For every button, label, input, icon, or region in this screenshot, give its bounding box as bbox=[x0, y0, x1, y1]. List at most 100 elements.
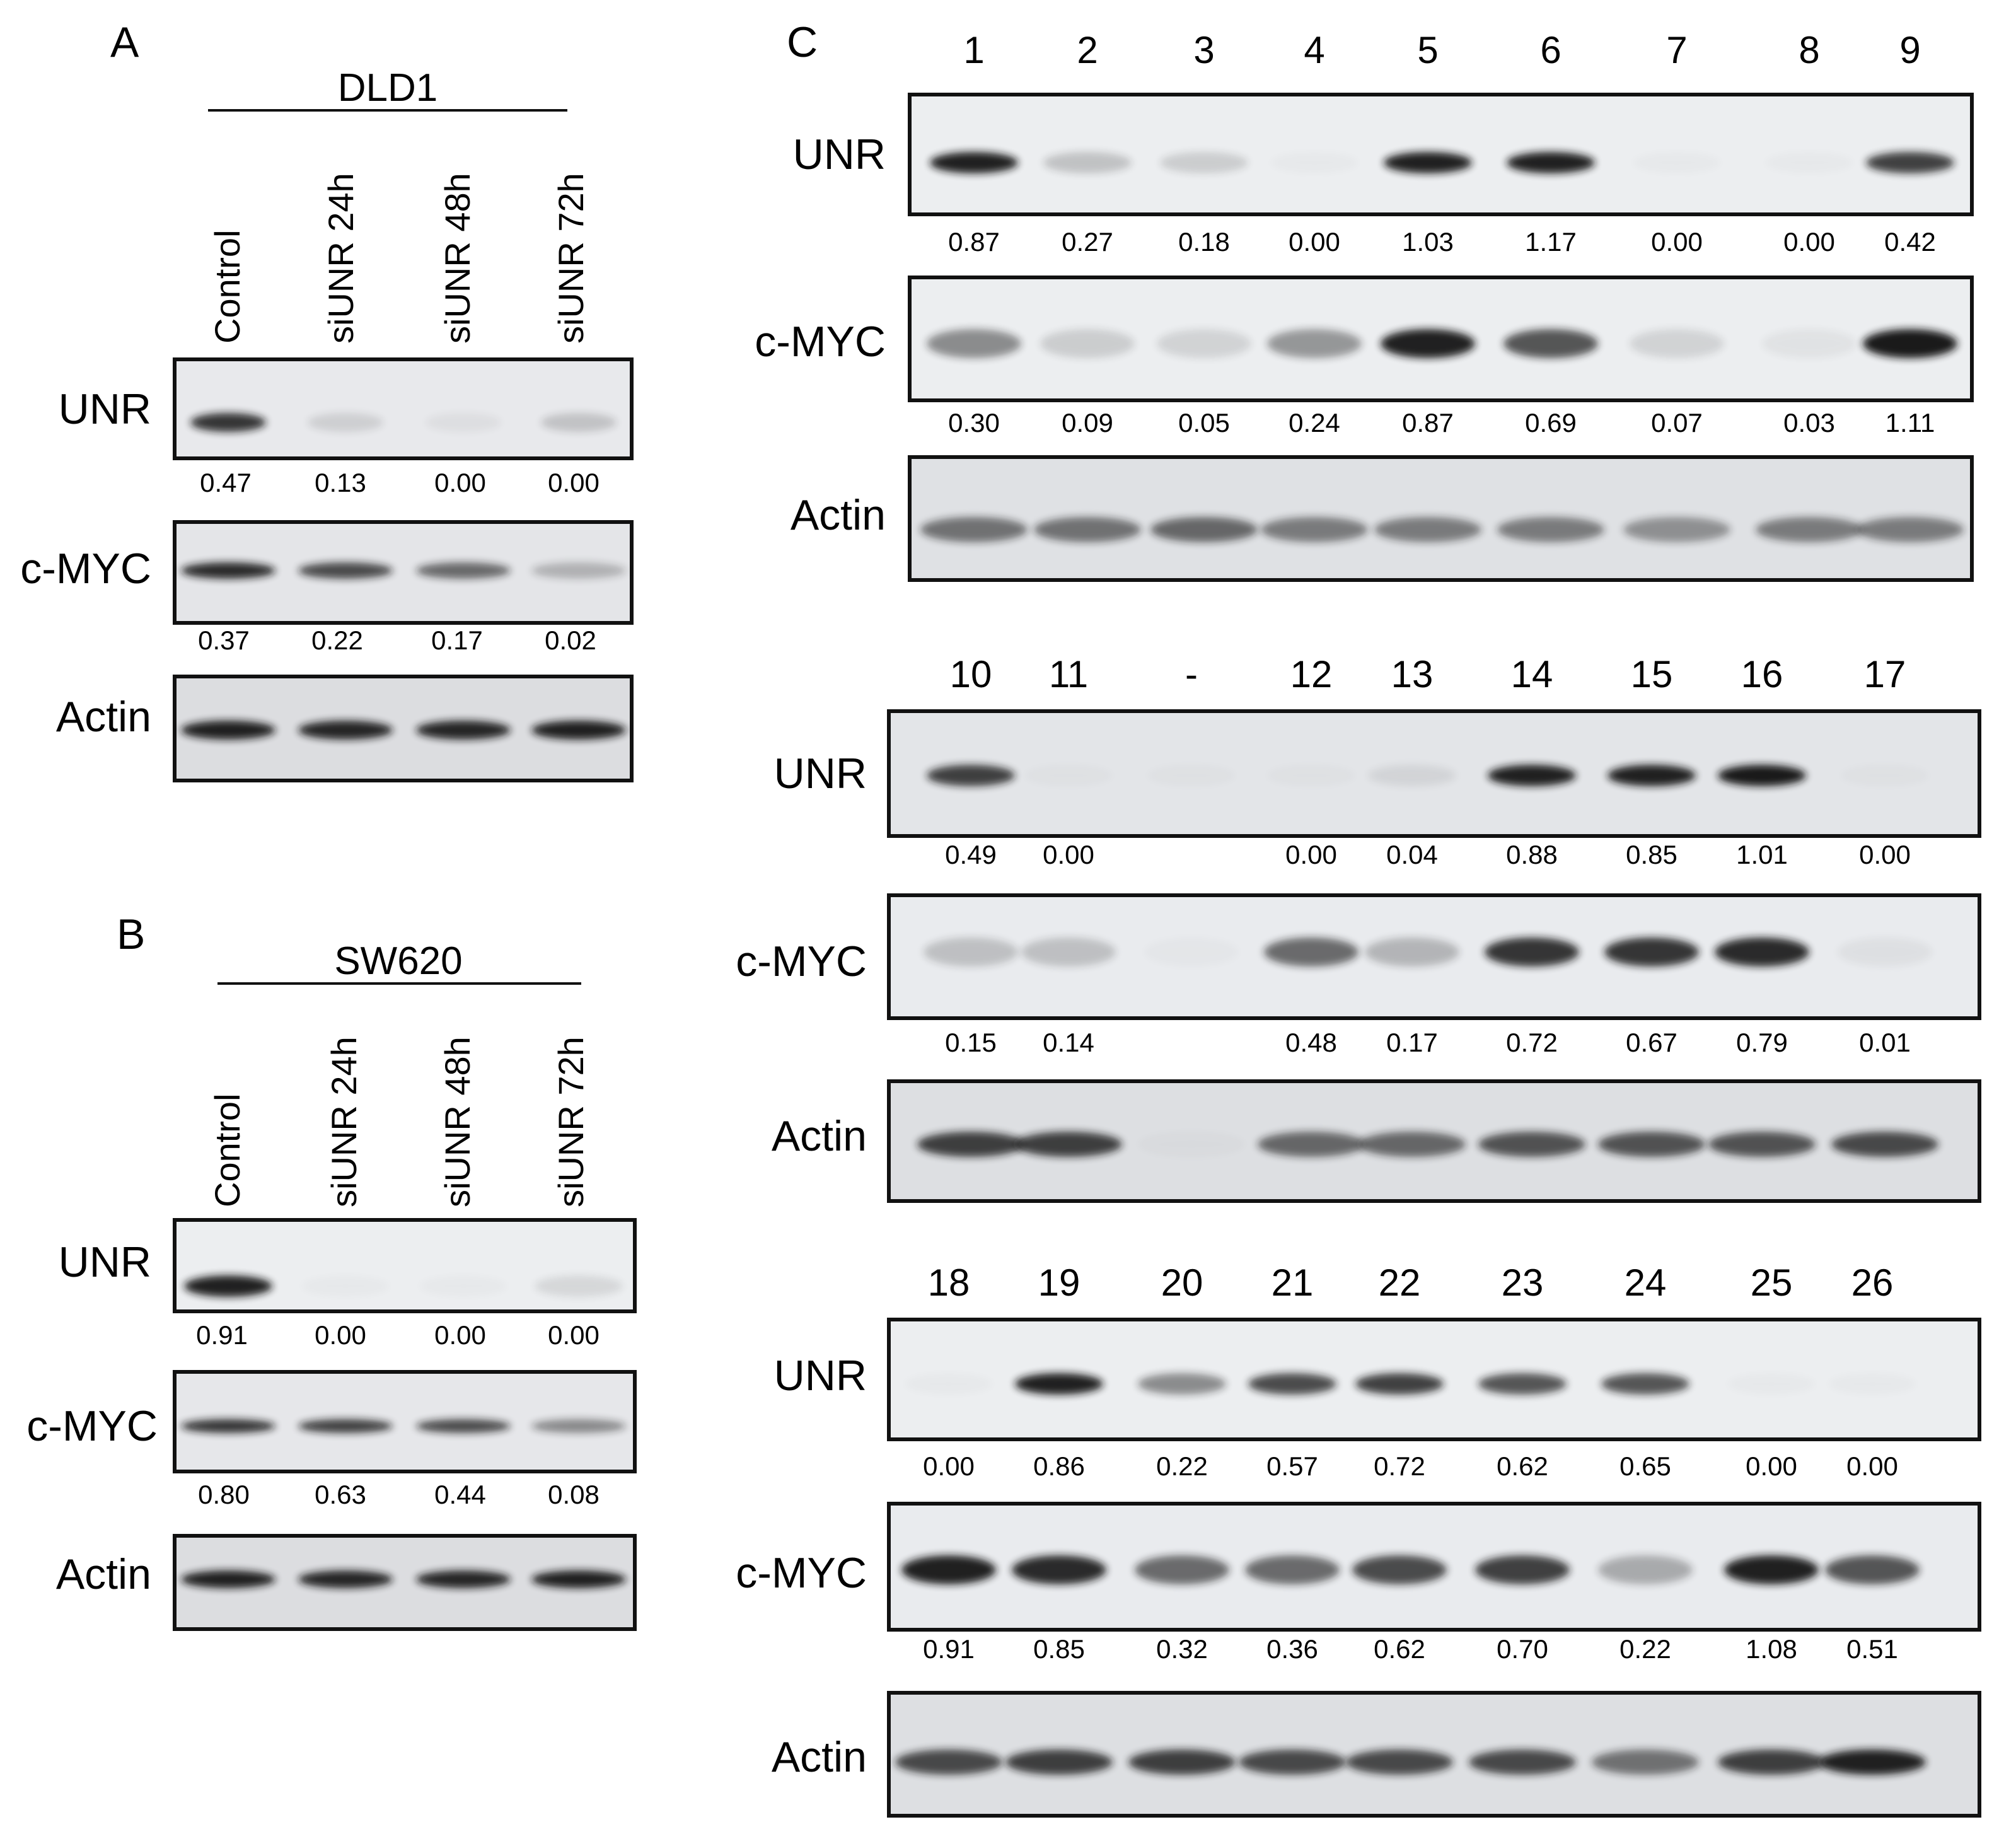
panel-c-block-2-lane-number: 17 bbox=[1864, 653, 1906, 695]
panel-c-block-3-lane-number: 26 bbox=[1851, 1262, 1894, 1304]
quant-label: 0.51 bbox=[1846, 1634, 1898, 1664]
panel-c-block-3-lane-number: 21 bbox=[1272, 1262, 1314, 1304]
panel-c-block-3-cmyc-band-8 bbox=[1724, 1555, 1819, 1584]
panel-b-row-label: Actin bbox=[56, 1550, 151, 1598]
panel-c-block-2-lane-number: 14 bbox=[1511, 653, 1553, 695]
quant-label: 0.00 bbox=[548, 468, 600, 497]
panel-c-block-3-cmyc-band-9 bbox=[1825, 1555, 1920, 1584]
panel-c-block-1-unr-band-4 bbox=[1270, 152, 1358, 173]
quant-label: 0.18 bbox=[1178, 227, 1230, 257]
panel-a-unr-band-2 bbox=[308, 413, 383, 432]
panel-c-block-3-lane-number: 23 bbox=[1502, 1262, 1544, 1304]
panel-c-block-3-unr-band-7 bbox=[1601, 1373, 1689, 1395]
panel-c-block-1-actin-band-6 bbox=[1497, 517, 1604, 542]
panel-c-block-1-unr-band-8 bbox=[1765, 152, 1853, 173]
quant-label: 0.02 bbox=[545, 625, 596, 655]
panel-b-actin-band-1 bbox=[181, 1570, 275, 1588]
quant-label: 0.13 bbox=[315, 468, 366, 497]
panel-b-lane-header: Control bbox=[207, 1093, 247, 1207]
panel-c-block-1-cmyc-band-6 bbox=[1503, 329, 1598, 358]
quant-label: 0.72 bbox=[1506, 1028, 1558, 1057]
panel-c-block-3-unr-band-5 bbox=[1355, 1373, 1444, 1395]
panel-c-block-2-unr-band-5 bbox=[1368, 765, 1456, 786]
panel-c-block-2-cmyc-band-6 bbox=[1485, 937, 1579, 966]
panel-c-block-3-unr-band-9 bbox=[1828, 1373, 1916, 1395]
panel-c-block-1-actin-band-9 bbox=[1857, 517, 1964, 542]
panel-c-block-2-unr-band-3 bbox=[1147, 765, 1236, 786]
panel-b-lane-header: siUNR 48h bbox=[437, 1036, 477, 1207]
panel-a-cmyc-band-1 bbox=[181, 562, 275, 579]
quant-label: 0.00 bbox=[1746, 1451, 1797, 1481]
quant-label: 0.00 bbox=[1289, 227, 1340, 257]
quant-label: 0.49 bbox=[945, 840, 997, 869]
panel-b-unr-band-3 bbox=[419, 1275, 507, 1297]
panel-a-lane-header: siUNR 24h bbox=[321, 173, 361, 344]
panel-c-block-3-unr-band-8 bbox=[1727, 1373, 1816, 1395]
panel-c-block-1-cmyc-band-3 bbox=[1157, 329, 1251, 358]
panel-a-actin-band-1 bbox=[181, 721, 275, 740]
panel-c-block-1-cmyc-band-8 bbox=[1762, 329, 1857, 358]
panel-b-cmyc-band-1 bbox=[181, 1419, 275, 1433]
panel-c-block-1-lane-number: 1 bbox=[963, 29, 984, 71]
panel-b-unr-blot bbox=[173, 1218, 637, 1313]
panel-c-block-3-actin-band-5 bbox=[1346, 1750, 1453, 1775]
panel-c-block-3-unr-band-6 bbox=[1478, 1373, 1567, 1395]
quant-label: 0.36 bbox=[1266, 1634, 1318, 1664]
panel-c-block-3-lane-number: 19 bbox=[1038, 1262, 1080, 1304]
panel-b-cmyc-band-2 bbox=[298, 1419, 393, 1433]
panel-b-unr-band-2 bbox=[301, 1275, 390, 1297]
panel-b-actin-band-2 bbox=[298, 1570, 393, 1588]
panel-c-block-2-lane-number: 10 bbox=[950, 653, 992, 695]
panel-a: A DLD1 Control siUNR 24h siUNR 48h siUNR… bbox=[20, 18, 634, 782]
panel-c-block-3-actin-band-3 bbox=[1128, 1750, 1236, 1775]
panel-a-unr-band-3 bbox=[426, 413, 501, 432]
panel-c-block-1-actin-band-4 bbox=[1261, 517, 1368, 542]
quant-label: 0.79 bbox=[1736, 1028, 1788, 1057]
panel-a-actin-band-2 bbox=[298, 721, 393, 740]
panel-c-block-3-actin-band-7 bbox=[1592, 1750, 1699, 1775]
quant-label: 0.00 bbox=[315, 1320, 366, 1350]
quant-label: 0.00 bbox=[1285, 840, 1337, 869]
quant-label: 0.22 bbox=[1156, 1451, 1208, 1481]
quant-label: 0.44 bbox=[434, 1480, 486, 1509]
quant-label: 0.85 bbox=[1626, 840, 1677, 869]
quant-label: 1.01 bbox=[1736, 840, 1788, 869]
quant-label: 0.00 bbox=[1846, 1451, 1898, 1481]
quant-label: 0.05 bbox=[1178, 408, 1230, 438]
panel-c-row-label: Actin bbox=[772, 1733, 867, 1781]
quant-label: 0.80 bbox=[198, 1480, 250, 1509]
quant-label: 0.17 bbox=[1386, 1028, 1438, 1057]
panel-c-block-1-unr-band-3 bbox=[1160, 152, 1248, 173]
quant-label: 0.17 bbox=[431, 625, 483, 655]
panel-b-row-label: UNR bbox=[59, 1238, 151, 1286]
quant-label: 0.67 bbox=[1626, 1028, 1677, 1057]
panel-c-row-label: UNR bbox=[774, 1352, 867, 1400]
panel-a-unr-band-4 bbox=[541, 413, 617, 432]
panel-c-block-2-actin-band-1 bbox=[917, 1132, 1024, 1157]
panel-c-block-3-actin-band-4 bbox=[1239, 1750, 1346, 1775]
panel-c-block-1-cmyc-band-5 bbox=[1381, 329, 1475, 358]
panel-c-block-2-cmyc-band-3 bbox=[1144, 937, 1239, 966]
panel-c-block-1-lane-number: 4 bbox=[1304, 29, 1324, 71]
panel-b-unr-band-4 bbox=[535, 1275, 623, 1297]
panel-c-block-2-actin-band-9 bbox=[1831, 1132, 1938, 1157]
panel-a-lane-header: siUNR 48h bbox=[437, 173, 477, 344]
panel-c-block-3-unr-band-1 bbox=[905, 1373, 993, 1395]
quant-label: 0.00 bbox=[1783, 227, 1835, 257]
panel-c-block-1-actin-band-7 bbox=[1623, 517, 1730, 542]
quant-label: 0.37 bbox=[198, 625, 250, 655]
panel-a-actin-band-4 bbox=[531, 721, 626, 740]
quant-label: 0.47 bbox=[200, 468, 252, 497]
quant-label: 0.03 bbox=[1783, 408, 1835, 438]
panel-c-block-1-lane-number: 6 bbox=[1540, 29, 1561, 71]
quant-label: 0.42 bbox=[1884, 227, 1936, 257]
quant-label: 0.62 bbox=[1374, 1634, 1425, 1664]
panel-c-row-label: UNR bbox=[774, 750, 867, 798]
panel-a-row-label: UNR bbox=[59, 385, 151, 433]
panel-c-block-2-unr-band-4 bbox=[1267, 765, 1355, 786]
quant-label: 0.00 bbox=[434, 468, 486, 497]
panel-a-row-label: Actin bbox=[56, 693, 151, 741]
